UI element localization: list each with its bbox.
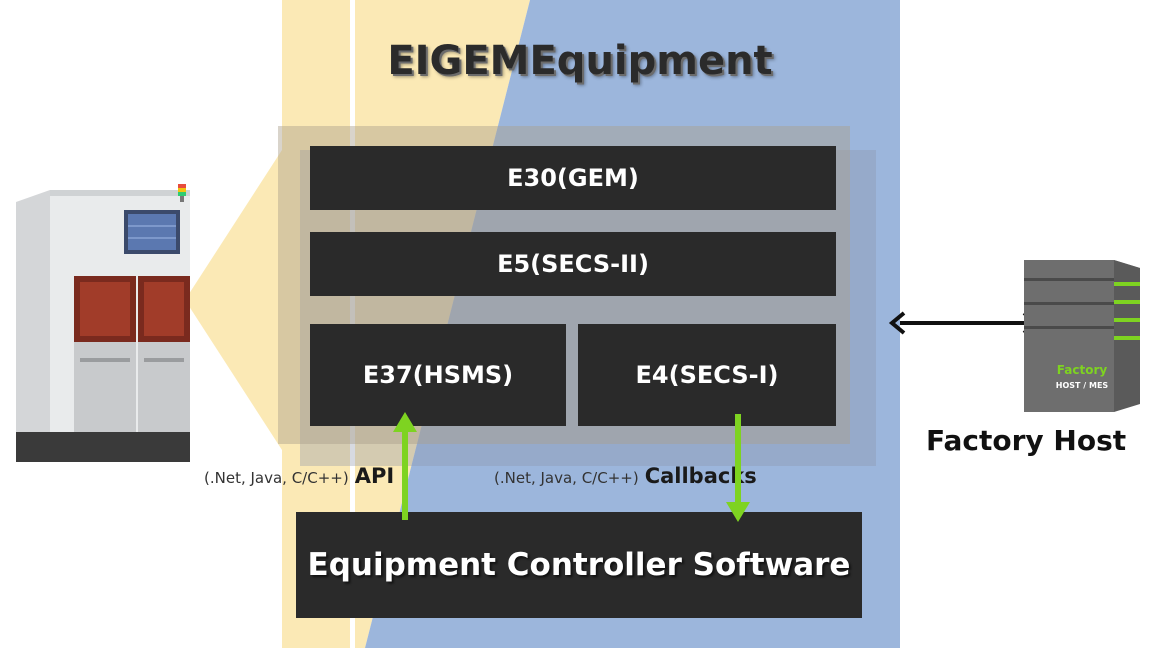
- layer-e37-hsms: E37(HSMS): [310, 324, 566, 426]
- projection-cone: [185, 150, 282, 450]
- callbacks-label: (.Net, Java, C/C++) Callbacks: [494, 464, 757, 488]
- equipment-controller-box: Equipment Controller Software: [296, 512, 862, 618]
- server-label-2: HOST / MES: [1056, 381, 1109, 390]
- callbacks-keyword: Callbacks: [644, 464, 757, 488]
- api-label: (.Net, Java, C/C++) API: [204, 464, 394, 488]
- diagram-title: EIGEMEquipment: [387, 38, 773, 84]
- layer-e30-gem: E30(GEM): [310, 146, 836, 210]
- api-languages: (.Net, Java, C/C++): [204, 469, 349, 487]
- api-keyword: API: [354, 464, 395, 488]
- equipment-machine-icon: [16, 184, 190, 462]
- factory-host-label: Factory Host: [926, 424, 1127, 457]
- callbacks-languages: (.Net, Java, C/C++): [494, 469, 639, 487]
- layer-e5-secs2: E5(SECS-II): [310, 232, 836, 296]
- server-icon: Factory HOST / MES: [1024, 260, 1140, 412]
- layer-e4-secs1: E4(SECS-I): [578, 324, 836, 426]
- server-label-1: Factory: [1057, 363, 1108, 377]
